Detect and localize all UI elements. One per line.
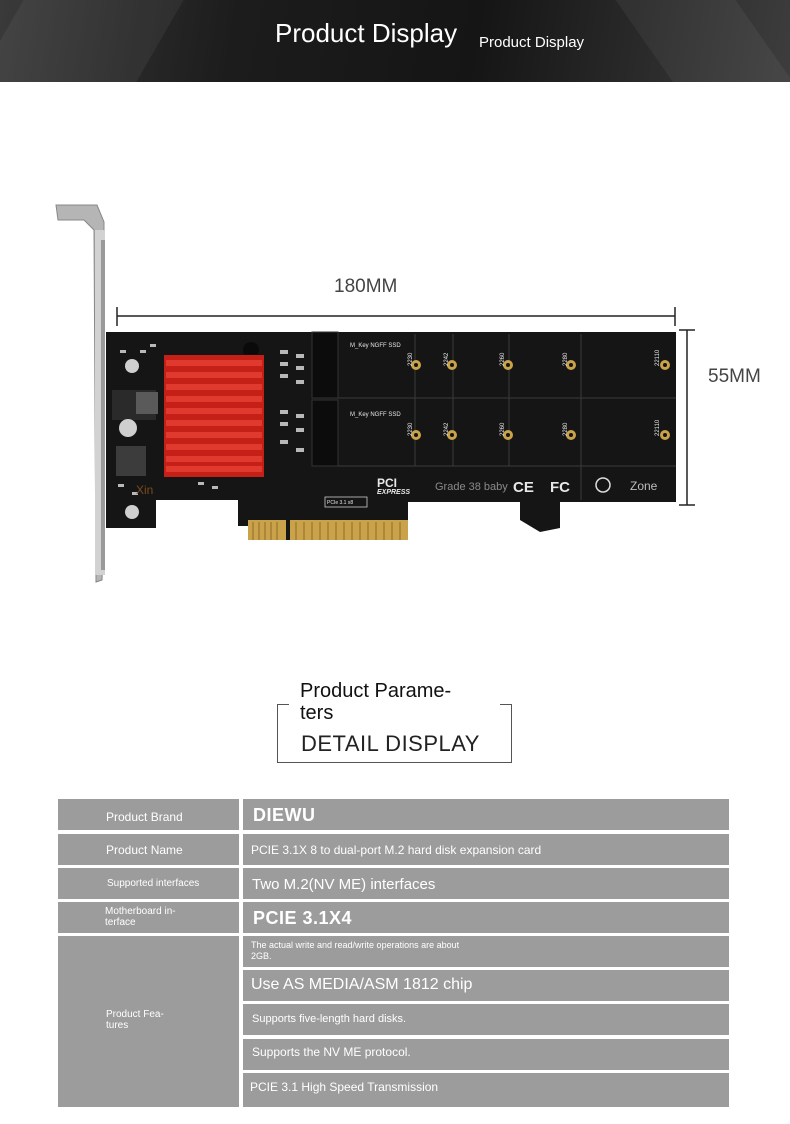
motherboard-interface-label: Motherboard in- terface — [105, 906, 176, 928]
product-features-label-cell: Product Fea- tures — [58, 936, 239, 1107]
feature-cell: Use AS MEDIA/ASM 1812 chip — [243, 970, 729, 1001]
size-label-2260: 2260 — [500, 352, 506, 366]
feature-disk-length: Supports five-length hard disks. — [252, 1013, 407, 1025]
fc-mark: FC — [550, 479, 570, 496]
feature-row: Supports the NV ME protocol. — [58, 1039, 729, 1070]
row-value-cell: PCIE 3.1X4 — [243, 902, 729, 933]
feature-row: Supports five-length hard disks. — [58, 1004, 729, 1035]
feature-protocol: Supports the NV ME protocol. — [252, 1045, 411, 1059]
size-label-2230: 2230 — [408, 352, 414, 366]
size-label-2260: 2260 — [500, 422, 506, 436]
xin-watermark: Xin — [136, 483, 153, 497]
mkey-label-top: M_Key NGFF SSD — [350, 343, 401, 349]
row-value-cell: PCIE 3.1X 8 to dual-port M.2 hard disk e… — [243, 834, 729, 865]
supported-interfaces-value: Two M.2(NV ME) interfaces — [252, 876, 436, 893]
banner-title: Product Display — [275, 18, 458, 48]
metal-bracket — [55, 204, 105, 583]
pci-logo-text: PCI — [377, 476, 397, 490]
ce-mark: CE — [513, 479, 534, 496]
table-row: Product Name PCIE 3.1X 8 to dual-port M.… — [58, 834, 729, 865]
grade-watermark: Grade 38 baby — [435, 481, 508, 493]
row-value-cell: DIEWU — [243, 799, 729, 830]
banner-shard — [0, 0, 184, 82]
table-row: Supported interfaces Two M.2(NV ME) inte… — [58, 868, 729, 899]
heatsink — [164, 355, 264, 477]
size-label-2242: 2242 — [444, 352, 450, 366]
row-label-cell: Product Name — [58, 834, 239, 865]
zone-watermark: Zone — [630, 479, 658, 493]
dimension-lines — [116, 307, 695, 506]
pcie-tag: PCIe 3.1 x8 — [327, 500, 353, 506]
banner-subtitle: Product Display — [479, 34, 585, 51]
size-label-2280: 2280 — [563, 422, 569, 436]
feature-transmission: PCIE 3.1 High Speed Transmission — [250, 1080, 439, 1094]
feature-read-write: The actual write and read/write operatio… — [251, 940, 460, 961]
table-row: Product Brand DIEWU — [58, 799, 729, 830]
frame-corner — [500, 704, 512, 705]
express-logo-text: EXPRESS — [377, 489, 410, 496]
table-row: Motherboard in- terface PCIE 3.1X4 — [58, 902, 729, 933]
pcie-tag-box — [324, 496, 368, 508]
size-label-2242: 2242 — [444, 422, 450, 436]
banner-shard — [601, 0, 790, 82]
row-value-cell: Two M.2(NV ME) interfaces — [243, 868, 729, 899]
supported-interfaces-label: Supported interfaces — [107, 878, 200, 889]
height-dimension-label: 55MM — [708, 366, 761, 387]
rohs-icon — [595, 477, 611, 493]
parameters-frame — [277, 704, 512, 763]
product-brand-value: DIEWU — [253, 805, 316, 825]
pcb-board — [106, 331, 676, 540]
mkey-label-bottom: M_Key NGFF SSD — [350, 412, 401, 418]
feature-row: PCIE 3.1 High Speed Transmission — [58, 1073, 729, 1107]
product-name-value: PCIE 3.1X 8 to dual-port M.2 hard disk e… — [251, 843, 542, 857]
size-label-2230: 2230 — [408, 422, 414, 436]
feature-row: Use AS MEDIA/ASM 1812 chip — [58, 970, 729, 1001]
product-photo: M_Key NGFF SSD M_Key NGFF SSD 2230 2242 … — [55, 204, 695, 583]
motherboard-interface-value: PCIE 3.1X4 — [253, 908, 353, 928]
product-brand-label: Product Brand — [106, 810, 183, 824]
size-label-2280: 2280 — [563, 352, 569, 366]
row-label-cell: Supported interfaces — [58, 868, 239, 899]
size-label-22110: 22110 — [655, 419, 661, 436]
feature-cell: PCIE 3.1 High Speed Transmission — [243, 1073, 729, 1107]
feature-cell: The actual write and read/write operatio… — [243, 936, 729, 967]
row-label-cell: Motherboard in- terface — [58, 902, 239, 933]
product-name-label: Product Name — [106, 843, 183, 857]
feature-cell: Supports five-length hard disks. — [243, 1004, 729, 1035]
feature-chip: Use AS MEDIA/ASM 1812 chip — [251, 976, 473, 993]
size-label-22110: 22110 — [655, 349, 661, 366]
parameters-title: Product Parame- ters — [300, 680, 480, 724]
feature-cell: Supports the NV ME protocol. — [243, 1039, 729, 1070]
detail-display-heading: DETAIL DISPLAY — [301, 731, 480, 756]
frame-corner — [277, 704, 289, 705]
feature-row: The actual write and read/write operatio… — [58, 936, 729, 967]
header-banner: Product Display Product Display — [0, 0, 790, 82]
row-label-cell: Product Brand — [58, 799, 239, 830]
product-features-label: Product Fea- tures — [106, 1009, 164, 1031]
width-dimension-label: 180MM — [334, 276, 398, 297]
